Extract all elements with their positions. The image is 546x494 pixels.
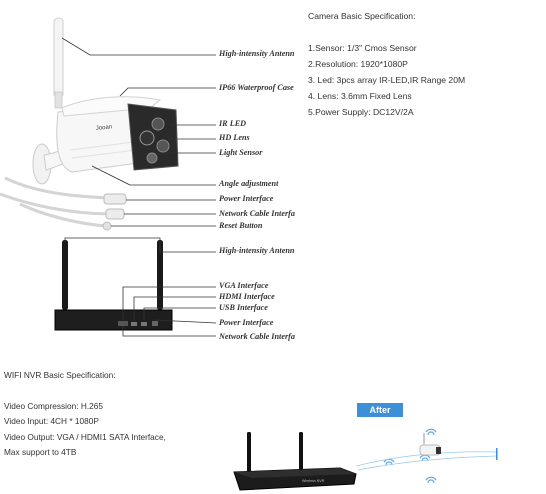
after-nvr-brand: Wireless NVR <box>302 479 325 483</box>
nvr-label-hdmi: HDMI Interface <box>219 292 275 301</box>
label-waterproof-case: IP66 Waterproof Case <box>219 83 294 92</box>
label-light-sensor: Light Sensor <box>219 148 263 157</box>
nvr-label-power: Power Interface <box>219 318 274 327</box>
label-reset-button: Reset Button <box>219 221 263 230</box>
nvr-spec-title: WIFI NVR Basic Specification: <box>4 370 116 380</box>
nvr-spec-item: Video Compression: H.265 <box>4 400 104 411</box>
camera-spec-item: 4. Lens: 3.6mm Fixed Lens <box>308 91 412 101</box>
camera-spec-item: 2.Resolution: 1920*1080P <box>308 59 408 69</box>
after-badge: After <box>357 403 403 417</box>
label-angle-adjustment: Angle adjustment <box>219 179 279 188</box>
label-antenna: High-intensity Antenn <box>219 49 295 58</box>
nvr-label-antenna: High-intensity Antenn <box>219 246 295 255</box>
after-nvr: Wireless NVR <box>233 432 357 491</box>
camera-body: Jooan <box>56 96 179 173</box>
camera-leader-lines <box>61 37 216 227</box>
nvr-label-vga: VGA Interface <box>219 281 269 290</box>
camera-brand-label: Jooan <box>96 124 113 132</box>
camera-illustration: Jooan <box>0 17 216 231</box>
nvr-antennas <box>62 240 163 310</box>
camera-spec-title: Camera Basic Specification: <box>308 11 416 21</box>
camera-antenna <box>53 17 64 109</box>
nvr-label-network-cable: Network Cable Interfa <box>219 332 295 341</box>
after-illustration: Wireless NVR <box>233 428 499 491</box>
nvr-label-usb: USB Interface <box>219 303 268 312</box>
nvr-spec-item: Video Input: 4CH * 1080P <box>4 416 99 426</box>
nvr-spec-item: Video Output: VGA / HDMI1 SATA Interface… <box>4 431 166 442</box>
camera-spec-block: Camera Basic Specification: 1.Sensor: 1/… <box>308 8 465 120</box>
nvr-leader-lines <box>64 237 217 337</box>
after-edge-marker <box>496 448 498 460</box>
label-network-cable: Network Cable Interfa <box>219 209 295 218</box>
nvr-spec-block: WIFI NVR Basic Specification: Video Comp… <box>4 368 166 461</box>
camera-spec-item: 5.Power Supply: DC12V/2A <box>308 107 414 117</box>
nvr-illustration <box>54 237 217 337</box>
camera-cable-connectors <box>102 193 127 231</box>
nvr-spec-item: Max support to 4TB <box>4 447 77 457</box>
camera-cables <box>0 176 113 228</box>
nvr-box <box>54 309 173 331</box>
label-power-interface: Power Interface <box>219 194 274 203</box>
after-camera <box>419 433 441 456</box>
label-hd-lens: HD Lens <box>219 133 250 142</box>
camera-spec-item: 1.Sensor: 1/3" Cmos Sensor <box>308 43 417 53</box>
label-ir-led: IR LED <box>219 119 247 128</box>
camera-spec-item: 3. Led: 3pcs array IR-LED,IR Range 20M <box>308 75 466 85</box>
